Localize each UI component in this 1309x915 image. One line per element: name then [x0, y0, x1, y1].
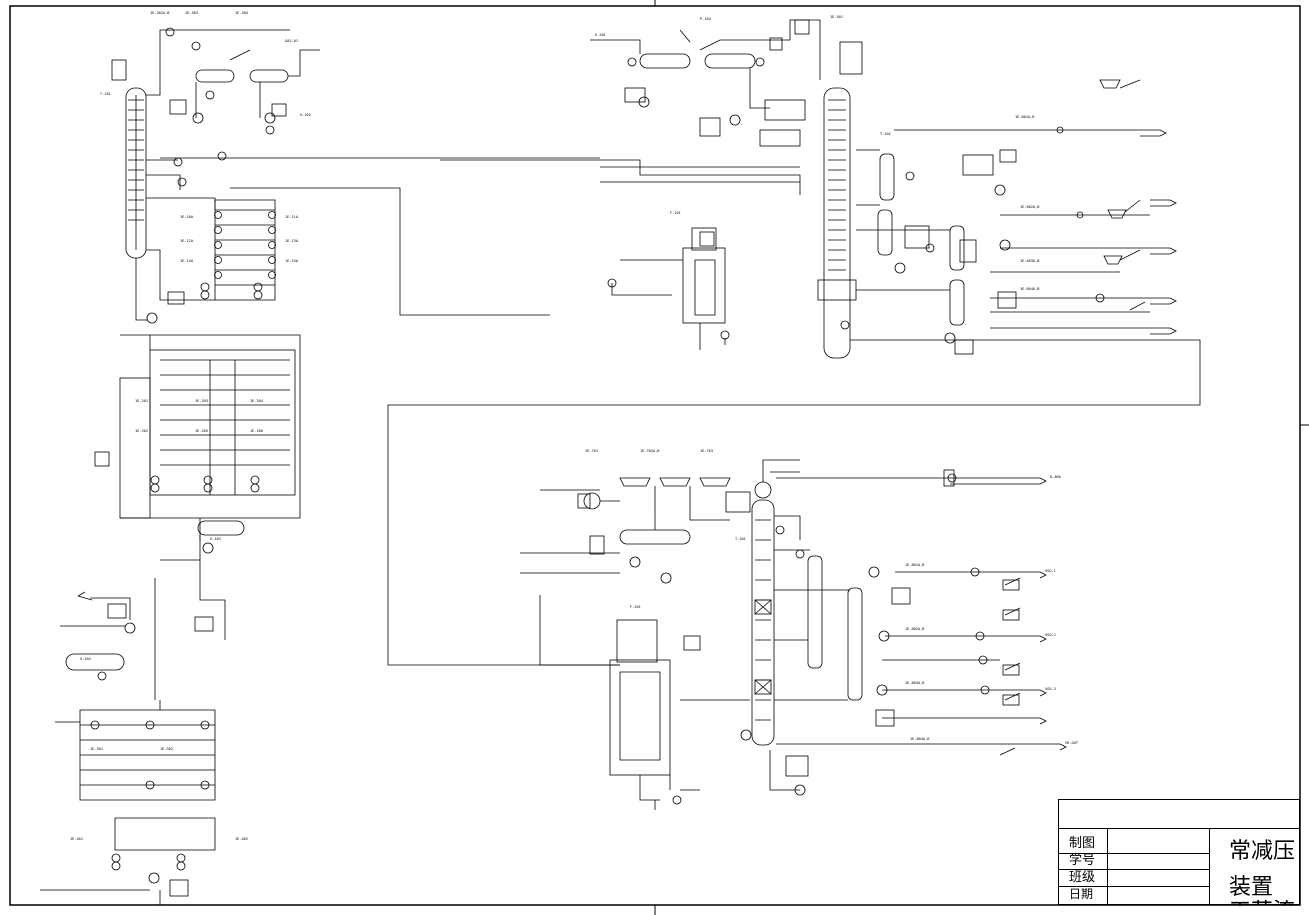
svg-text:D-ARO: D-ARO — [1050, 475, 1061, 479]
svg-text:1E-302: 1E-302 — [160, 747, 173, 751]
svg-text:1E-701: 1E-701 — [585, 449, 598, 453]
svg-text:VGO-2: VGO-2 — [1045, 633, 1056, 637]
ejector-system — [520, 477, 751, 584]
svg-text:1E-702A,B: 1E-702A,B — [640, 449, 659, 453]
title-block: 制图 学号 班级 日期 常减压 装置 工艺流 — [1058, 799, 1300, 906]
class-label: 班级 — [1069, 870, 1096, 885]
vacuum-product-lines — [774, 469, 1067, 756]
top-drums — [590, 19, 863, 147]
bottom-exchangers — [40, 817, 216, 905]
svg-text:1E-201: 1E-201 — [135, 399, 148, 403]
svg-text:V-102: V-102 — [300, 113, 311, 117]
svg-text:1E-604A,B: 1E-604A,B — [1020, 287, 1039, 291]
exchanger-bank-lower — [55, 700, 216, 801]
svg-text:1E-11A: 1E-11A — [285, 215, 299, 219]
svg-text:1E-15A: 1E-15A — [285, 259, 299, 263]
svg-text:1E-304: 1E-304 — [235, 11, 248, 15]
svg-text:E-201: E-201 — [595, 33, 606, 37]
atmospheric-tower — [125, 87, 147, 259]
svg-text:T-102: T-102 — [880, 132, 891, 136]
svg-text:1E-13A: 1E-13A — [285, 239, 299, 243]
fractionator — [817, 87, 857, 359]
date-label: 日期 — [1069, 887, 1094, 901]
svg-text:1E-401: 1E-401 — [70, 837, 83, 841]
side-strippers — [856, 149, 1011, 355]
svg-text:1E-803A,B: 1E-803A,B — [905, 681, 924, 685]
svg-text:1E-14A: 1E-14A — [180, 259, 194, 263]
product-lines-top — [894, 79, 1177, 335]
svg-text:V-104: V-104 — [80, 657, 91, 661]
svg-text:V-103: V-103 — [210, 537, 221, 541]
svg-text:T-201: T-201 — [735, 537, 746, 541]
exchanger-bank-upper — [200, 199, 276, 301]
atmospheric-heater — [440, 159, 801, 350]
drawing-frame — [9, 0, 1309, 915]
overhead-drums — [111, 27, 320, 135]
student-no-label: 学号 — [1069, 853, 1096, 868]
svg-text:P-104: P-104 — [700, 17, 711, 21]
svg-text:1E-206: 1E-206 — [250, 429, 263, 433]
vacuum-heater — [539, 595, 750, 810]
svg-text:1E-301: 1E-301 — [90, 747, 103, 751]
svg-text:1E-302A,B: 1E-302A,B — [150, 11, 169, 15]
svg-text:T-101: T-101 — [100, 92, 111, 96]
svg-text:F-101: F-101 — [670, 211, 681, 215]
drawn-by-label: 制图 — [1069, 836, 1096, 851]
svg-text:1E-703: 1E-703 — [700, 449, 713, 453]
transfer-line — [387, 339, 1201, 666]
svg-text:1E-501: 1E-501 — [830, 15, 843, 19]
vacuum-section — [520, 459, 1067, 810]
svg-text:1E-205: 1E-205 — [195, 429, 208, 433]
svg-text:1E-802A,B: 1E-802A,B — [905, 627, 924, 631]
title-line2: 装置 — [1229, 875, 1274, 900]
svg-text:1E-303: 1E-303 — [185, 11, 198, 15]
svg-text:GAS-01: GAS-01 — [285, 39, 298, 43]
svg-text:1E-10A: 1E-10A — [180, 215, 194, 219]
svg-text:1E-801A,B: 1E-801A,B — [905, 563, 924, 567]
top-right-section — [387, 19, 1201, 666]
svg-text:VGO-1: VGO-1 — [1045, 569, 1056, 573]
title-line3: 工艺流 — [1229, 900, 1295, 906]
svg-text:1E-204: 1E-204 — [250, 399, 263, 403]
svg-text:1E-12A: 1E-12A — [180, 239, 194, 243]
flash-drums — [60, 520, 245, 700]
exchanger-bank-middle — [94, 334, 301, 540]
svg-text:VGO-3: VGO-3 — [1045, 687, 1056, 691]
svg-text:1E-203: 1E-203 — [195, 399, 208, 403]
svg-text:1E-602A,B: 1E-602A,B — [1020, 205, 1039, 209]
svg-text:1E-804A,B: 1E-804A,B — [910, 737, 929, 741]
vacuum-strippers — [683, 525, 911, 796]
svg-text:VR-OUT: VR-OUT — [1065, 741, 1079, 745]
svg-text:1E-202: 1E-202 — [135, 429, 148, 433]
svg-text:F-201: F-201 — [630, 605, 641, 609]
svg-text:1E-601A,B: 1E-601A,B — [1015, 115, 1034, 119]
vacuum-tower — [751, 459, 800, 746]
svg-text:1E-402: 1E-402 — [235, 837, 248, 841]
title-line1: 常减压 — [1229, 839, 1296, 864]
left-section — [40, 27, 600, 905]
svg-text:1E-603A,B: 1E-603A,B — [1020, 259, 1039, 263]
left-draw-offs — [135, 151, 600, 324]
